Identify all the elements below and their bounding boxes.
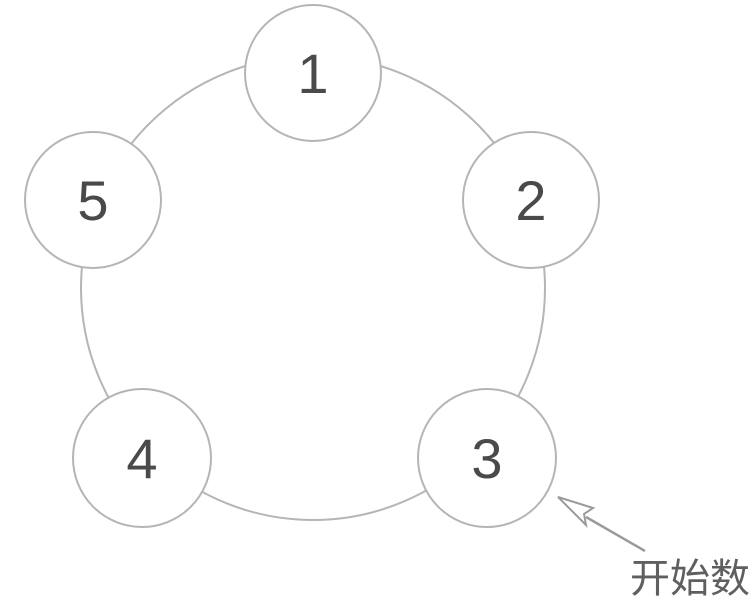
node-3-circle bbox=[417, 388, 557, 528]
node-1-circle bbox=[244, 4, 382, 142]
node-2: 2 bbox=[462, 131, 600, 269]
annotation-label: 开始数 bbox=[630, 557, 750, 601]
node-5-circle bbox=[24, 131, 162, 269]
node-2-circle bbox=[462, 131, 600, 269]
start-arrow-shaft bbox=[585, 515, 646, 553]
node-3: 3 bbox=[417, 388, 557, 528]
node-4-circle bbox=[72, 388, 212, 528]
node-1: 1 bbox=[244, 4, 382, 142]
node-2-label: 2 bbox=[515, 169, 546, 232]
node-1-label: 1 bbox=[297, 42, 328, 105]
node-4: 4 bbox=[72, 388, 212, 528]
node-5: 5 bbox=[24, 131, 162, 269]
start-arrow-head-icon bbox=[557, 496, 596, 528]
node-3-label: 3 bbox=[471, 427, 502, 490]
start-arrow bbox=[557, 496, 646, 553]
node-4-label: 4 bbox=[126, 427, 157, 490]
node-5-label: 5 bbox=[77, 169, 108, 232]
